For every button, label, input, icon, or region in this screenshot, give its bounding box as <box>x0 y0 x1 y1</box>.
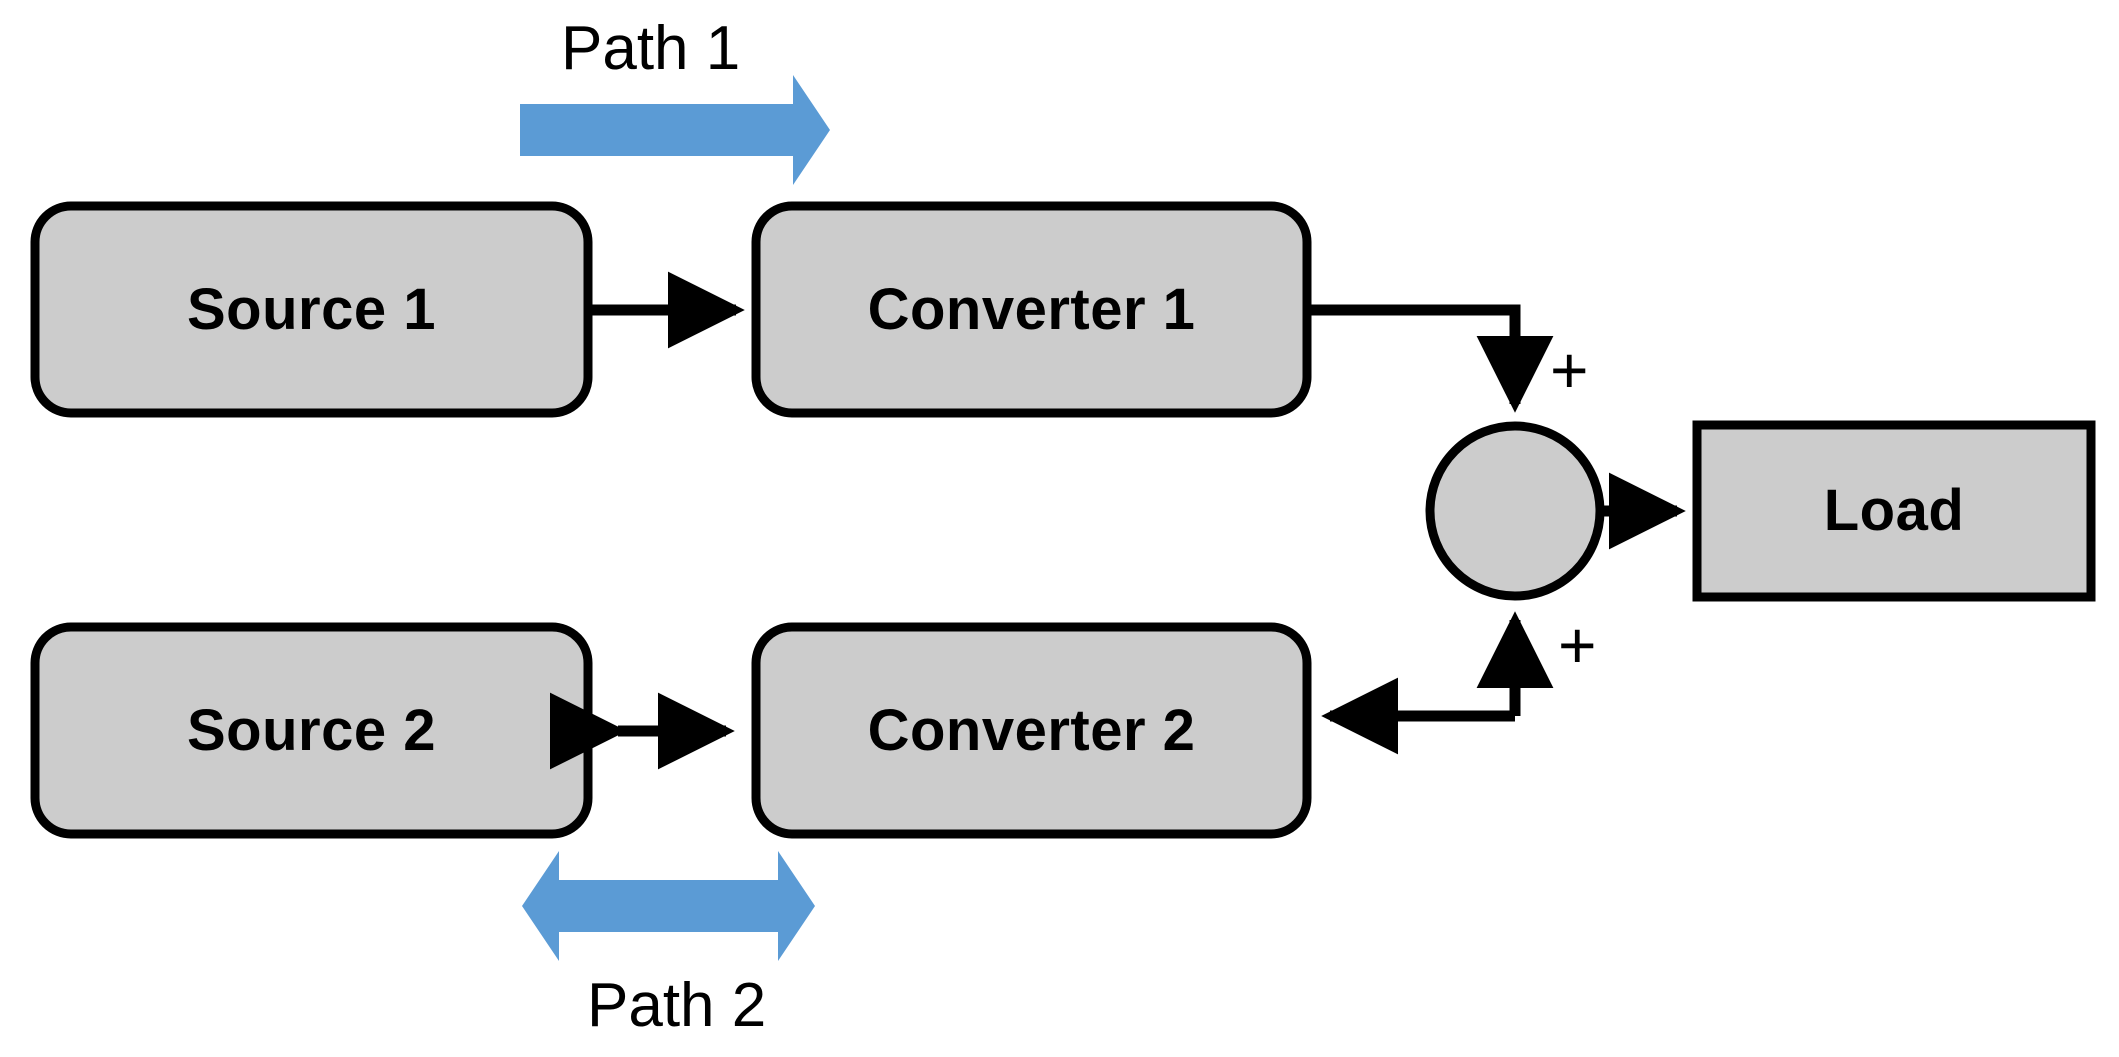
node-source2-shape[interactable] <box>30 622 593 839</box>
summing-plus-top-sign: + <box>1550 333 1589 407</box>
path1-blue-arrow <box>520 75 830 185</box>
node-load-shape[interactable] <box>1692 420 2096 602</box>
node-converter1-shape[interactable] <box>751 201 1312 418</box>
node-summing-junction-shape[interactable] <box>1425 421 1605 601</box>
node-source1-shape[interactable] <box>30 201 593 418</box>
summing-plus-bottom-sign: + <box>1558 608 1597 682</box>
node-converter2-shape[interactable] <box>751 622 1312 839</box>
connector-converter1-to-summing <box>1311 304 1554 413</box>
path2-label: Path 2 <box>587 971 767 1040</box>
path1-label: Path 1 <box>561 14 741 83</box>
path2-blue-arrow <box>522 851 815 961</box>
